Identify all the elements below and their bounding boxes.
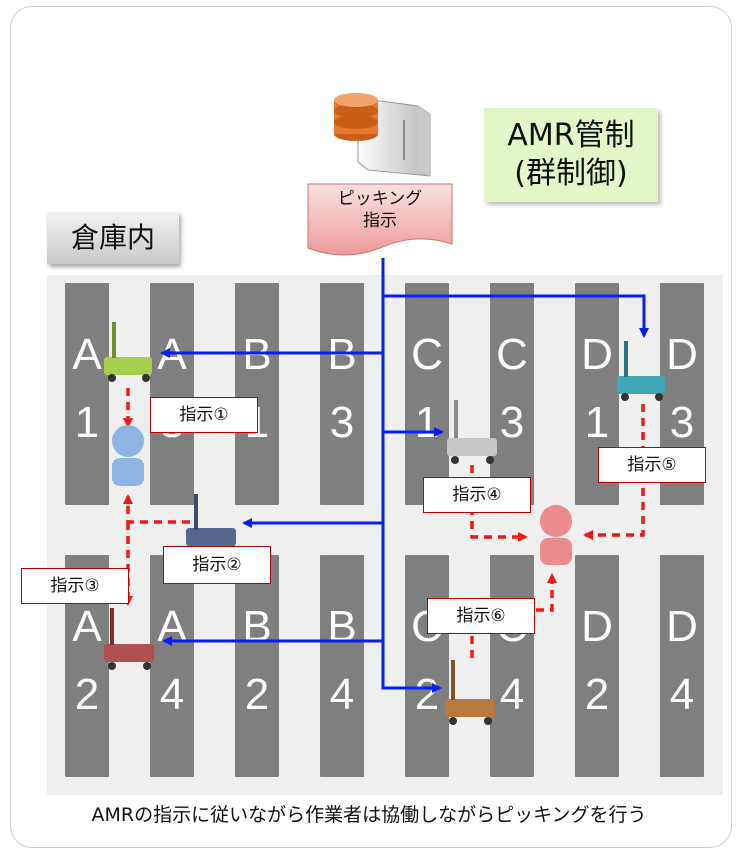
rack-d2 — [575, 555, 619, 777]
rack-b1 — [235, 283, 279, 505]
rack-c1-letter: C — [411, 330, 443, 379]
rack-c4-number: 4 — [499, 670, 525, 719]
worker-right — [540, 505, 572, 565]
rack-d3-letter: D — [666, 330, 698, 379]
instruction-2-callout: 指示② — [163, 546, 271, 584]
instruction-1-callout: 指示① — [150, 397, 258, 433]
picking-document-line1: ピッキング — [337, 189, 423, 209]
rack-a2-number: 2 — [74, 670, 100, 719]
instruction-3-callout: 指示③ — [21, 568, 129, 604]
diagram-caption: AMRの指示に従いながら作業者は協働しながらピッキングを行う — [91, 804, 647, 826]
rack-d1-number: 1 — [584, 398, 610, 447]
rack-b3-number: 3 — [329, 398, 355, 447]
amr-robot-brown — [445, 660, 495, 725]
picking-document-line2: 指示 — [363, 211, 397, 231]
amr-robot-green — [104, 322, 152, 382]
worker-left — [112, 425, 144, 486]
rack-a1-number: 1 — [74, 398, 100, 447]
instruction-5-callout: 指示⑤ — [598, 447, 706, 483]
amr-control-title: AMR管制 — [507, 118, 635, 153]
rack-d2-letter: D — [581, 602, 613, 651]
warehouse-label: 倉庫内 — [47, 212, 179, 264]
amr-control-subtitle: (群制御) — [514, 156, 628, 191]
amr-robot-red — [104, 608, 154, 670]
rack-b3 — [320, 283, 364, 505]
rack-c3 — [490, 283, 534, 505]
rack-d3-number: 3 — [669, 398, 695, 447]
rack-d1-letter: D — [581, 330, 613, 379]
rack-a4-number: 4 — [159, 670, 185, 719]
server-icon — [334, 93, 431, 177]
rack-a2-letter: A — [72, 602, 102, 651]
picking-document-icon — [307, 183, 453, 256]
rack-a1 — [65, 283, 109, 505]
rack-b2 — [235, 555, 279, 777]
rack-d2-number: 2 — [584, 670, 610, 719]
rack-b2-number: 2 — [244, 670, 270, 719]
rack-a1-letter: A — [72, 330, 102, 379]
instruction-6-callout: 指示⑥ — [427, 598, 535, 634]
rack-b4-number: 4 — [329, 670, 355, 719]
rack-c4 — [490, 555, 534, 777]
rack-d4 — [660, 555, 704, 777]
picking-document: ピッキング 指示 — [306, 188, 454, 232]
amr-robot-navy — [186, 494, 236, 554]
blue-instruction-arrows — [160, 258, 649, 693]
amr-robot-gray — [447, 400, 497, 464]
rack-d4-letter: D — [666, 602, 698, 651]
rack-c3-letter: C — [496, 330, 528, 379]
rack-a4 — [150, 555, 194, 777]
amr-control-box: AMR管制 (群制御) — [484, 108, 658, 202]
rack-c1-number: 1 — [414, 398, 440, 447]
rack-b4 — [320, 555, 364, 777]
rack-d4-number: 4 — [669, 670, 695, 719]
rack-c2-number: 2 — [414, 670, 440, 719]
rack-c2 — [405, 555, 449, 777]
rack-a3 — [150, 283, 194, 505]
rack-c1 — [405, 283, 449, 505]
instruction-4-callout: 指示④ — [423, 477, 531, 513]
rack-c3-number: 3 — [499, 398, 525, 447]
amr-robot-teal — [617, 341, 665, 401]
